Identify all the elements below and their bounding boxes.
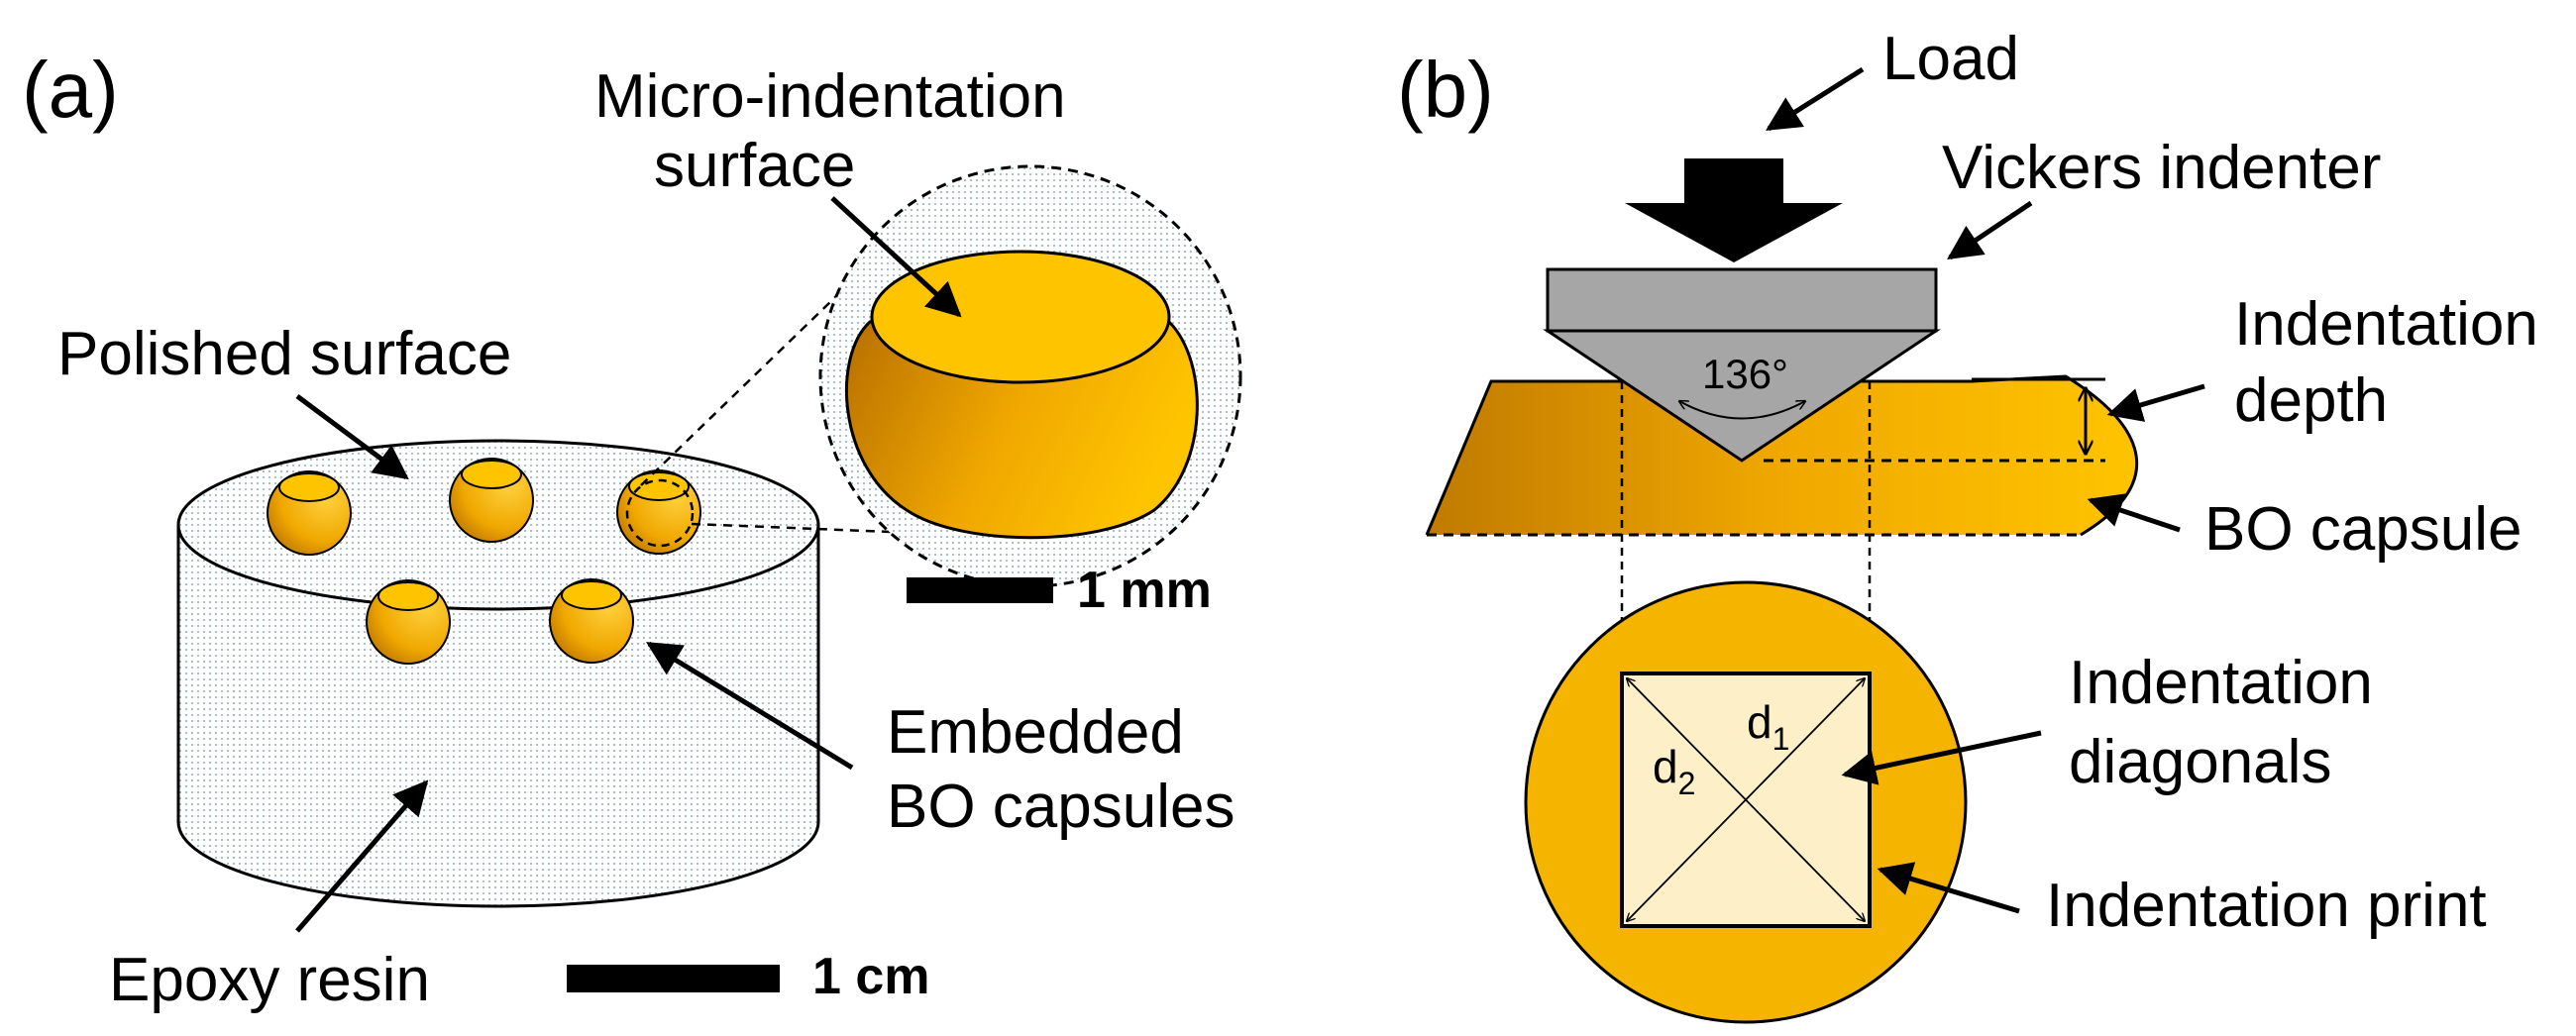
indenter-label: Vickers indenter [1942,134,2381,202]
depth-line2: depth [2234,366,2388,435]
indenter-body [1546,267,1938,333]
embedded-arrow [646,641,854,771]
diagonals-line2: diagonals [2069,728,2331,796]
scale-bar-1mm [907,577,1053,603]
polished-label: Polished surface [57,320,511,388]
micro-indentation-surface [870,250,1171,384]
d2-label: d2 [1653,741,1695,801]
indenter-arrow [1947,200,2033,260]
scale-label-1mm: 1 mm [1077,562,1212,619]
d1-label: d1 [1747,696,1789,757]
embedded-line1: Embedded [887,698,1184,767]
capsule-1 [267,470,352,556]
scale-label-1cm: 1 cm [812,948,930,1005]
capsule-4 [366,579,451,665]
embedded-line2: BO capsules [887,773,1235,841]
panel-b: (b) Load 136° Vickers indenter Indentati… [1397,25,2538,1024]
epoxy-label: Epoxy resin [109,946,430,1014]
zoom-inset [818,164,1242,588]
embedded-capsules [267,458,701,665]
indenter-tip [1543,329,1941,463]
magnifier-small-circle [625,478,695,548]
angle-arc [1679,401,1805,420]
capsule-5 [549,578,634,664]
diagonals-line1: Indentation [2069,649,2373,717]
depth-arrow [2106,383,2205,422]
depth-line1: Indentation [2234,290,2538,359]
capsule-arrow [2087,493,2181,533]
epoxy-arrow [295,779,429,933]
print-arrow [1877,862,2020,914]
print-label: Indentation print [2046,872,2487,940]
polished-arrow [295,393,409,480]
micro-label-line1: Micro-indentation [594,62,1066,131]
load-label: Load [1882,25,2019,93]
panel-a-label: (a) [22,46,119,134]
big-capsule [1427,376,2137,535]
scale-bar-1cm [567,965,780,992]
zoom-line-upper [640,237,898,486]
capsule-3 [616,469,701,555]
diagonal-d1 [1627,678,1865,921]
angle-label: 136° [1702,351,1788,397]
load-arrow [1766,66,1865,132]
micro-label-line2: surface [654,132,855,200]
diagonals-arrow [1841,730,2042,785]
panel-a: (a) [22,46,1242,1014]
micro-arrow [830,196,962,318]
capsule-2 [449,458,534,543]
load-block-arrow [1625,158,1843,262]
panel-b-label: (b) [1397,46,1494,134]
capsule-label: BO capsule [2204,495,2522,564]
